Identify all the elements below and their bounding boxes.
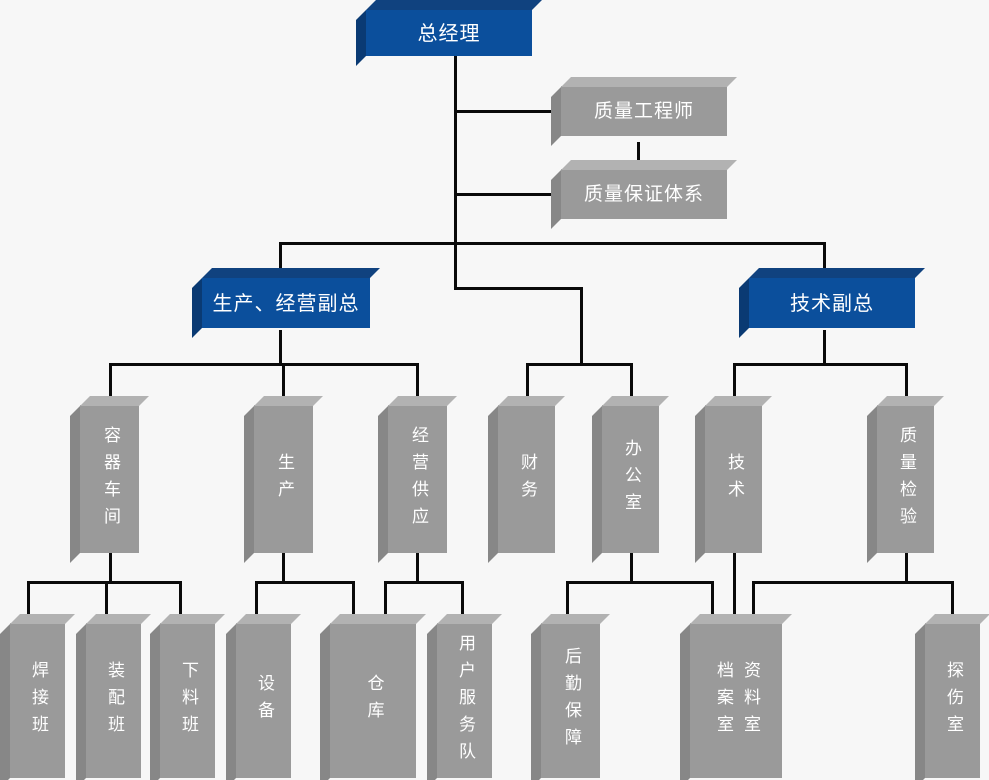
connector-to-flaw-detection: [951, 581, 954, 614]
connector-to-finance: [526, 363, 529, 396]
connector-vessel-stem: [109, 553, 112, 582]
connector-office-to-archive: [711, 581, 714, 614]
node-label-warehouse: 仓库: [363, 674, 384, 728]
node-cutting-team[interactable]: 下料班: [160, 623, 215, 778]
connector-to-supply: [416, 363, 419, 396]
node-office[interactable]: 办公室: [602, 405, 659, 553]
node-finance[interactable]: 财务: [498, 405, 555, 553]
node-production[interactable]: 生产: [254, 405, 313, 553]
node-customer-service-team[interactable]: 用户服务队: [437, 623, 492, 778]
node-vessel-workshop[interactable]: 容器车间: [80, 405, 139, 553]
connector-to-quality-inspection: [905, 363, 908, 396]
node-supply[interactable]: 经营供应: [388, 405, 447, 553]
connector-gm-trunk: [454, 56, 457, 290]
node-label-vp-production: 生产、经营副总: [212, 290, 360, 315]
connector-supply-stem: [416, 553, 419, 582]
connector-vp-technology-stem: [823, 330, 826, 364]
connector-to-customer-service: [461, 581, 464, 614]
node-label-finance: 财务: [517, 452, 537, 507]
node-label-quality-engineer: 质量工程师: [593, 99, 694, 122]
node-quality-inspection[interactable]: 质量检验: [877, 405, 934, 553]
node-quality-assurance-system[interactable]: 质量保证体系: [561, 169, 727, 219]
connector-office-bus: [566, 581, 713, 584]
connector-vp-technology-bus: [733, 363, 908, 366]
node-label-flaw-detection-room: 探伤室: [943, 660, 963, 742]
connector-to-equipment: [255, 581, 258, 614]
node-label-data-room: 资料室: [740, 660, 760, 742]
node-label-customer-service-team: 用户服务队: [455, 633, 475, 769]
connector-level2-bus: [279, 242, 826, 245]
connector-office-stem: [630, 553, 633, 582]
node-label-assembly-team: 装配班: [104, 660, 124, 742]
connector-production-bus: [255, 581, 355, 584]
node-flaw-detection-room[interactable]: 探伤室: [925, 623, 980, 778]
connector-to-production: [282, 363, 285, 396]
node-label-equipment: 设备: [254, 674, 274, 728]
node-label-supply: 经营供应: [408, 425, 428, 534]
connector-quality-inspection-bus: [752, 581, 954, 584]
connector-vp-production-bus: [109, 363, 419, 366]
archive-data-room-stack: 资料室 档案室: [713, 660, 760, 742]
node-vp-production[interactable]: 生产、经营副总: [202, 278, 370, 328]
connector-to-assembly: [105, 581, 108, 614]
connector-to-vessel-workshop: [109, 363, 112, 396]
connector-supply-to-warehouse: [384, 581, 387, 614]
node-label-vp-technology: 技术副总: [790, 290, 874, 315]
connector-qe-to-qas: [637, 142, 640, 168]
node-label-general-manager: 总经理: [417, 20, 481, 45]
node-label-logistics-support: 后勤保障: [561, 647, 581, 755]
connector-qi-to-archive: [752, 581, 755, 614]
connector-production-to-warehouse: [352, 581, 355, 614]
connector-to-cutting: [179, 581, 182, 614]
node-warehouse[interactable]: 仓库: [330, 623, 416, 778]
connector-center-bus: [526, 363, 633, 366]
node-assembly-team[interactable]: 装配班: [86, 623, 141, 778]
node-vp-technology[interactable]: 技术副总: [749, 278, 915, 328]
connector-gm-to-center-cluster: [454, 287, 583, 290]
connector-vessel-bus: [27, 581, 182, 584]
connector-to-office: [630, 363, 633, 396]
node-label-quality-assurance-system: 质量保证体系: [583, 182, 704, 205]
node-label-technology: 技术: [724, 452, 744, 507]
connector-technology-to-data-room: [733, 553, 736, 614]
node-label-office: 办公室: [621, 439, 641, 520]
node-label-cutting-team: 下料班: [178, 660, 198, 742]
connector-supply-bus: [384, 581, 464, 584]
node-label-welding-team: 焊接班: [28, 660, 48, 742]
node-welding-team[interactable]: 焊接班: [10, 623, 65, 778]
connector-to-technology: [733, 363, 736, 396]
connector-to-welding: [27, 581, 30, 614]
connector-gm-to-qa-system: [454, 193, 554, 196]
connector-vp-production-stem: [279, 330, 282, 364]
node-label-production: 生产: [274, 452, 294, 507]
connector-gm-to-quality-engineer: [454, 110, 554, 113]
node-general-manager[interactable]: 总经理: [366, 10, 532, 56]
connector-to-logistics: [566, 581, 569, 614]
node-label-quality-inspection: 质量检验: [896, 425, 916, 534]
connector-center-cluster-drop: [580, 287, 583, 363]
node-technology[interactable]: 技术: [705, 405, 762, 553]
connector-production-stem: [282, 553, 285, 582]
node-quality-engineer[interactable]: 质量工程师: [561, 86, 727, 136]
node-label-vessel-workshop: 容器车间: [100, 425, 120, 534]
node-equipment[interactable]: 设备: [236, 623, 291, 778]
node-label-archive-room: 档案室: [713, 660, 733, 742]
node-archive-and-data-room[interactable]: 资料室 档案室: [690, 623, 782, 778]
connector-bus-left-drop: [279, 242, 282, 277]
connector-bus-right-drop: [823, 242, 826, 277]
connector-quality-inspection-stem: [905, 553, 908, 582]
node-logistics-support[interactable]: 后勤保障: [541, 623, 600, 778]
